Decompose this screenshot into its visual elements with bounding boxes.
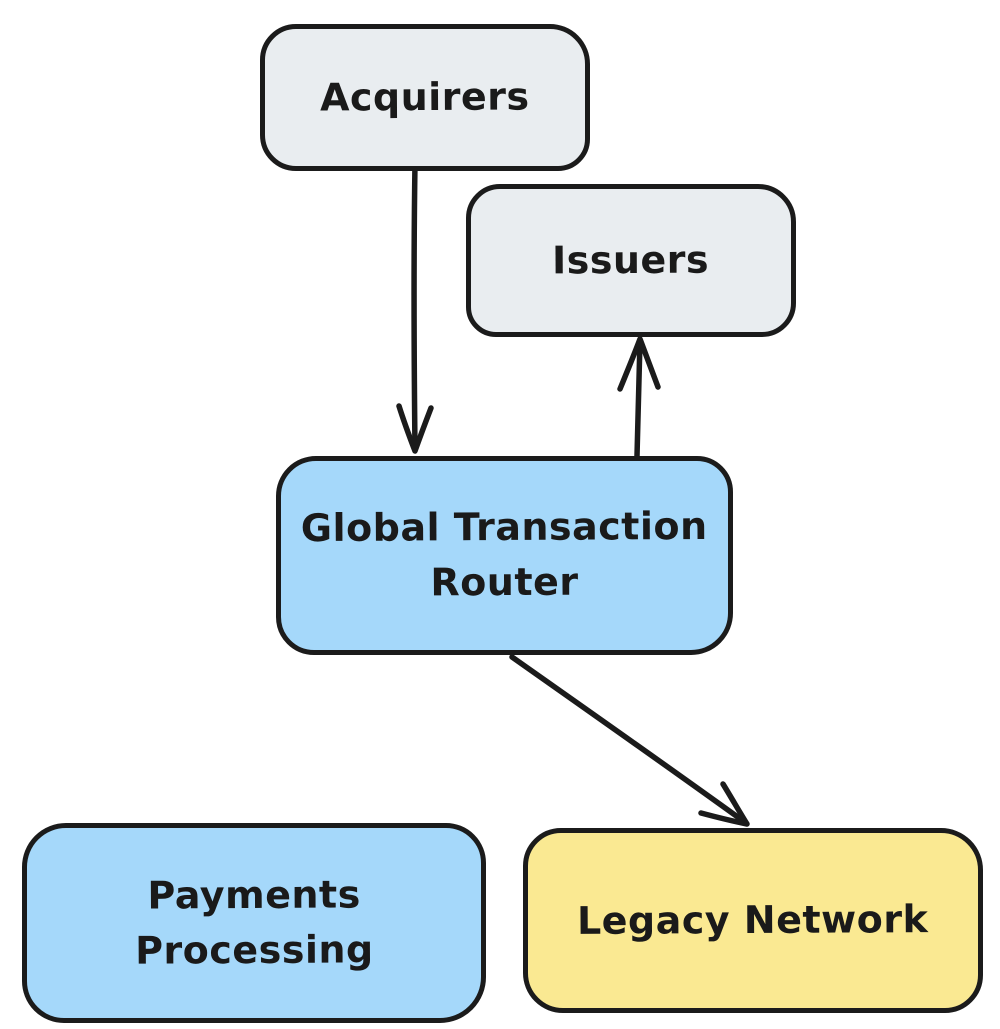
node-acquirers-label: Acquirers [320,74,530,120]
node-legacy-network-label: Legacy Network [577,897,929,943]
node-global-transaction-router: Global Transaction Router [276,456,733,655]
arrow-router-to-legacy [509,654,750,827]
node-issuers-label: Issuers [552,237,710,283]
node-acquirers: Acquirers [260,24,590,171]
node-payments-processing: Payments Processing [22,823,486,1023]
arrow-router-to-issuers [617,336,661,459]
node-global-transaction-router-label: Global Transaction Router [300,504,708,605]
node-payments-processing-label: Payments Processing [134,872,374,973]
node-legacy-network: Legacy Network [523,828,983,1013]
arrow-acquirers-to-router [396,160,434,454]
node-issuers: Issuers [466,184,796,337]
